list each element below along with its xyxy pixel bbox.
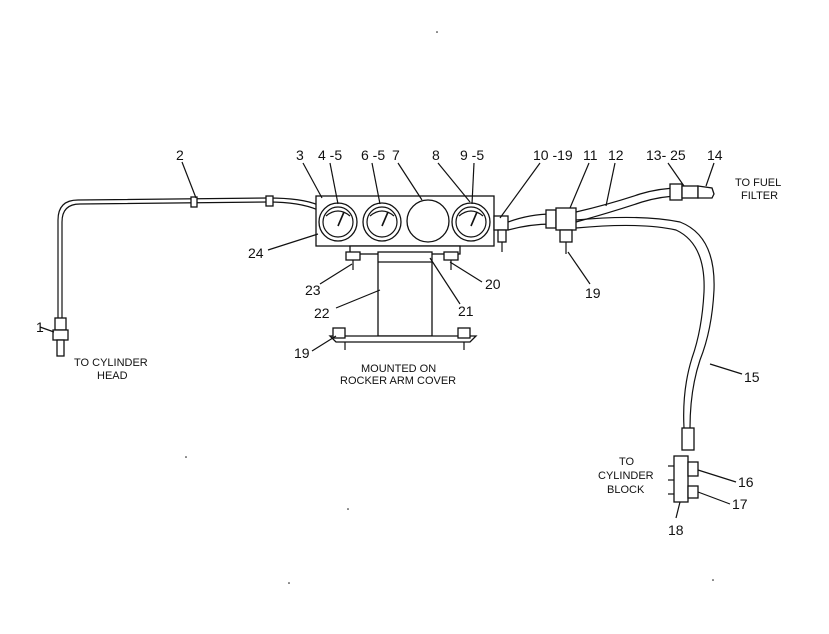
callout-11: 11 bbox=[583, 147, 598, 163]
callout-9-5: 9 -5 bbox=[460, 147, 484, 163]
callout-19-right: 19 bbox=[585, 285, 601, 301]
caption-fuel-filter-line1: TO FUEL bbox=[735, 177, 781, 189]
callout-6-5: 6 -5 bbox=[361, 147, 385, 163]
callout-4-5: 4 -5 bbox=[318, 147, 342, 163]
caption-block-line3: BLOCK bbox=[607, 484, 645, 496]
callout-22: 22 bbox=[314, 305, 330, 321]
callout-12: 12 bbox=[608, 147, 624, 163]
gauge-7 bbox=[406, 199, 450, 243]
callout-13-25: 13- 25 bbox=[646, 147, 686, 163]
mounting-bracket bbox=[328, 245, 478, 350]
caption-mounted-line1: MOUNTED ON bbox=[361, 363, 436, 375]
tube-to-cylinder-head bbox=[57, 195, 319, 330]
callout-8: 8 bbox=[432, 147, 440, 163]
callout-numbers: 1 2 3 4 -5 6 -5 7 8 9 -5 10 -19 11 12 13… bbox=[36, 147, 760, 538]
callout-2: 2 bbox=[176, 147, 184, 163]
scan-specks bbox=[185, 31, 714, 584]
hose-to-cylinder-block bbox=[575, 216, 715, 503]
callout-21: 21 bbox=[458, 303, 474, 319]
caption-fuel-filter-line2: FILTER bbox=[741, 190, 778, 202]
callout-23: 23 bbox=[305, 282, 321, 298]
callout-24: 24 bbox=[248, 245, 264, 261]
callout-3: 3 bbox=[296, 147, 304, 163]
caption-cylinder-head-line1: TO CYLINDER bbox=[74, 357, 148, 369]
gauge-6 bbox=[362, 202, 402, 242]
caption-mounted-line2: ROCKER ARM COVER bbox=[340, 375, 456, 387]
callout-10-19: 10 -19 bbox=[533, 147, 573, 163]
callout-15: 15 bbox=[744, 369, 760, 385]
caption-cylinder-head-line2: HEAD bbox=[97, 370, 128, 382]
callout-20: 20 bbox=[485, 276, 501, 292]
leader-lines bbox=[181, 161, 743, 519]
caption-block-line2: CYLINDER bbox=[598, 470, 654, 482]
callout-1: 1 bbox=[36, 319, 44, 335]
cylinder-head-fitting bbox=[39, 317, 69, 357]
fuel-hose bbox=[507, 183, 715, 254]
callout-16: 16 bbox=[738, 474, 754, 490]
callout-19-left: 19 bbox=[294, 345, 310, 361]
callout-17: 17 bbox=[732, 496, 748, 512]
caption-block-line1: TO bbox=[619, 456, 635, 468]
gauge-9 bbox=[451, 202, 491, 242]
callout-7: 7 bbox=[392, 147, 400, 163]
gauge-4 bbox=[318, 202, 358, 242]
callout-18: 18 bbox=[668, 522, 684, 538]
callout-14: 14 bbox=[707, 147, 723, 163]
captions: TO CYLINDER HEAD MOUNTED ON ROCKER ARM C… bbox=[74, 177, 781, 496]
gauge-panel bbox=[315, 195, 509, 252]
